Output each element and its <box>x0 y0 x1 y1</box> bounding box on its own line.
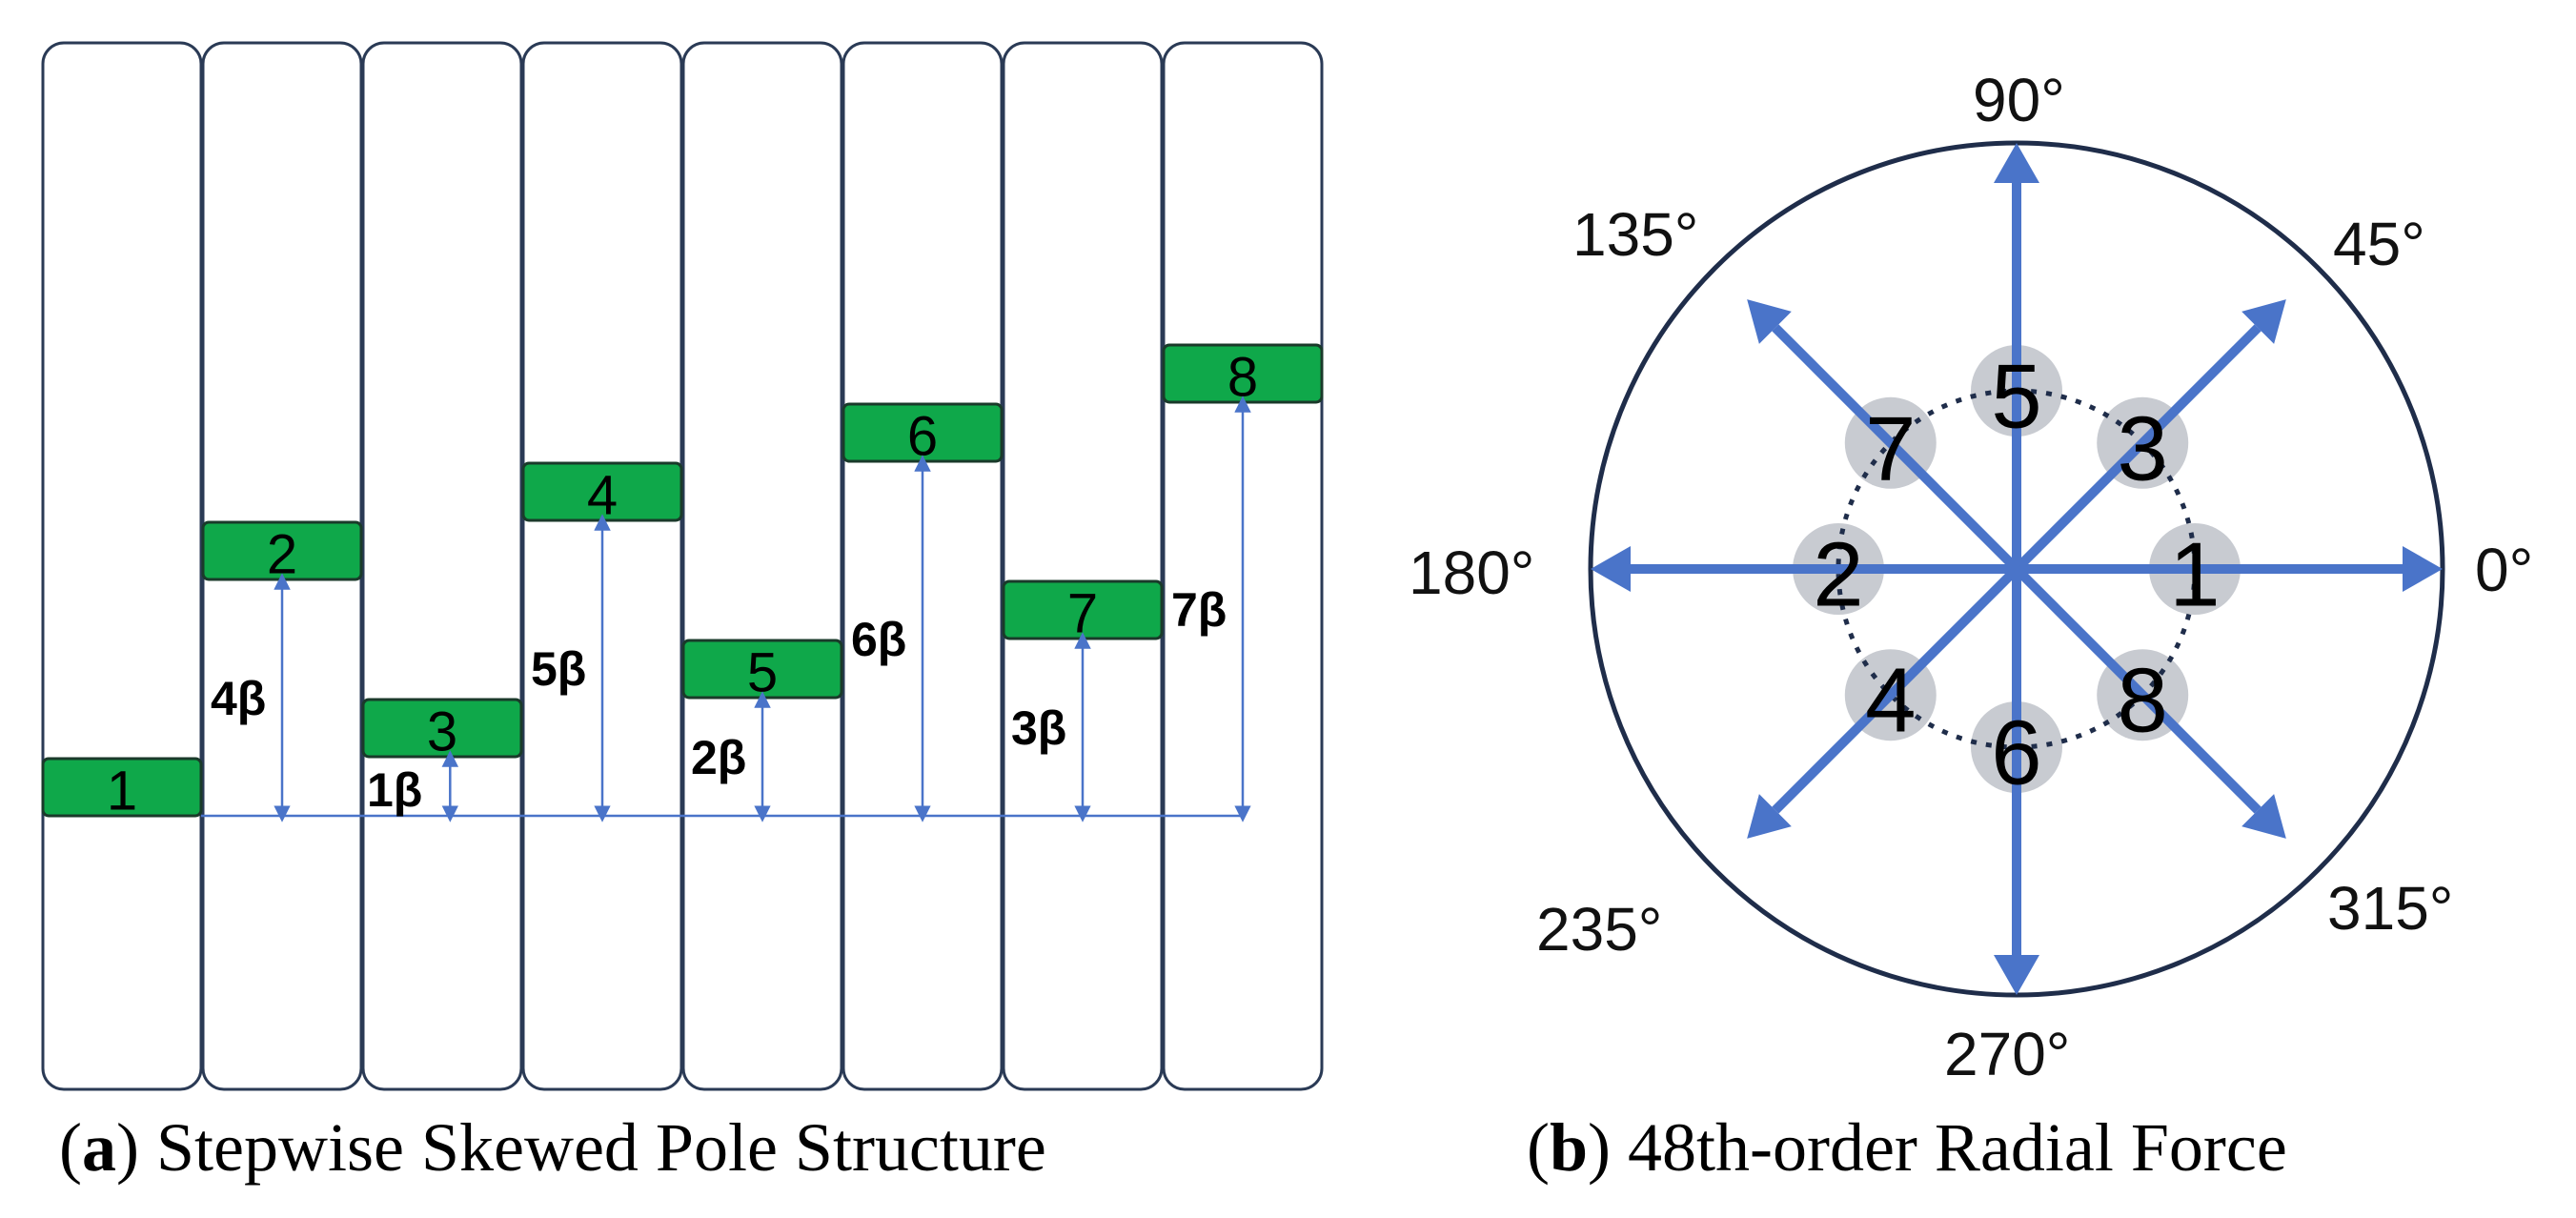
angle-label-0: 0° <box>2475 536 2533 604</box>
caption-b: (b) 48th-order Radial Force <box>1527 1109 2287 1186</box>
panel-a-skewed-pole-structure: 1 2 3 4 5 6 7 8 4β 1β 5β 2β 6β 3β 7β <box>41 41 1324 1091</box>
force-arrowhead-7 <box>1747 299 1792 344</box>
caption-a-letter: a <box>82 1109 116 1186</box>
force-arrow-3 <box>2013 324 2262 573</box>
caption-a: (a) Stepwise Skewed Pole Structure <box>59 1109 1046 1186</box>
force-arrow-4 <box>1772 565 2020 814</box>
angle-label-315: 315° <box>2327 874 2453 943</box>
rotor-column-1 <box>41 41 203 1091</box>
caption-b-letter: b <box>1550 1109 1588 1186</box>
phase-label-5: 5 <box>1991 346 2041 448</box>
offset-label-2: 4β <box>211 672 266 725</box>
offset-label-4: 5β <box>531 642 586 696</box>
angle-label-180: 180° <box>1409 538 1534 607</box>
force-arrowhead-6 <box>1994 955 2039 995</box>
caption-a-text: Stepwise Skewed Pole Structure <box>156 1109 1046 1186</box>
force-arrowhead-5 <box>1994 143 2039 183</box>
angle-label-270: 270° <box>1944 1020 2070 1088</box>
offset-dimensions: 4β 1β 5β 2β 6β 3β 7β <box>201 396 1251 822</box>
pole-label-8: 8 <box>1227 347 1258 409</box>
rotor-columns <box>41 41 1324 1091</box>
rotor-column-5 <box>681 41 843 1091</box>
pole-label-5: 5 <box>747 642 778 704</box>
angle-label-135: 135° <box>1572 200 1698 269</box>
phase-label-7: 7 <box>1865 397 1916 499</box>
force-arrowhead-4 <box>1747 794 1792 839</box>
pole-label-1: 1 <box>107 761 137 822</box>
angle-label-45: 45° <box>2333 210 2425 278</box>
phase-label-8: 8 <box>2118 650 2168 752</box>
force-arrowhead-2 <box>1591 546 1631 592</box>
caption-b-text: 48th-order Radial Force <box>1628 1109 2287 1186</box>
pole-label-2: 2 <box>267 524 297 586</box>
rotor-column-7 <box>1002 41 1164 1091</box>
angle-label-235: 235° <box>1536 895 1662 964</box>
offset-label-5: 2β <box>691 731 746 784</box>
force-arrowhead-3 <box>2241 299 2286 344</box>
force-arrowhead-8 <box>2241 794 2286 839</box>
phase-label-1: 1 <box>2169 524 2220 626</box>
offset-label-3: 1β <box>367 763 422 817</box>
offset-label-6: 6β <box>851 613 906 666</box>
pole-label-7: 7 <box>1067 583 1098 645</box>
pole-label-4: 4 <box>587 465 618 527</box>
force-arrowhead-1 <box>2403 546 2443 592</box>
force-arrow-8 <box>2013 565 2262 814</box>
angle-label-90: 90° <box>1973 66 2065 134</box>
pole-label-3: 3 <box>427 701 457 763</box>
pole-label-6: 6 <box>907 406 938 468</box>
phase-label-6: 6 <box>1991 702 2041 804</box>
pole-1 <box>41 757 203 818</box>
offset-label-7: 3β <box>1011 701 1066 755</box>
phase-label-4: 4 <box>1865 650 1916 752</box>
phase-label-3: 3 <box>2118 397 2168 499</box>
force-arrow-7 <box>1772 324 2020 573</box>
rotor-column-3 <box>361 41 523 1091</box>
offset-label-8: 7β <box>1171 583 1227 637</box>
phase-label-2: 2 <box>1813 524 1863 626</box>
force-vectors <box>1591 143 2443 995</box>
